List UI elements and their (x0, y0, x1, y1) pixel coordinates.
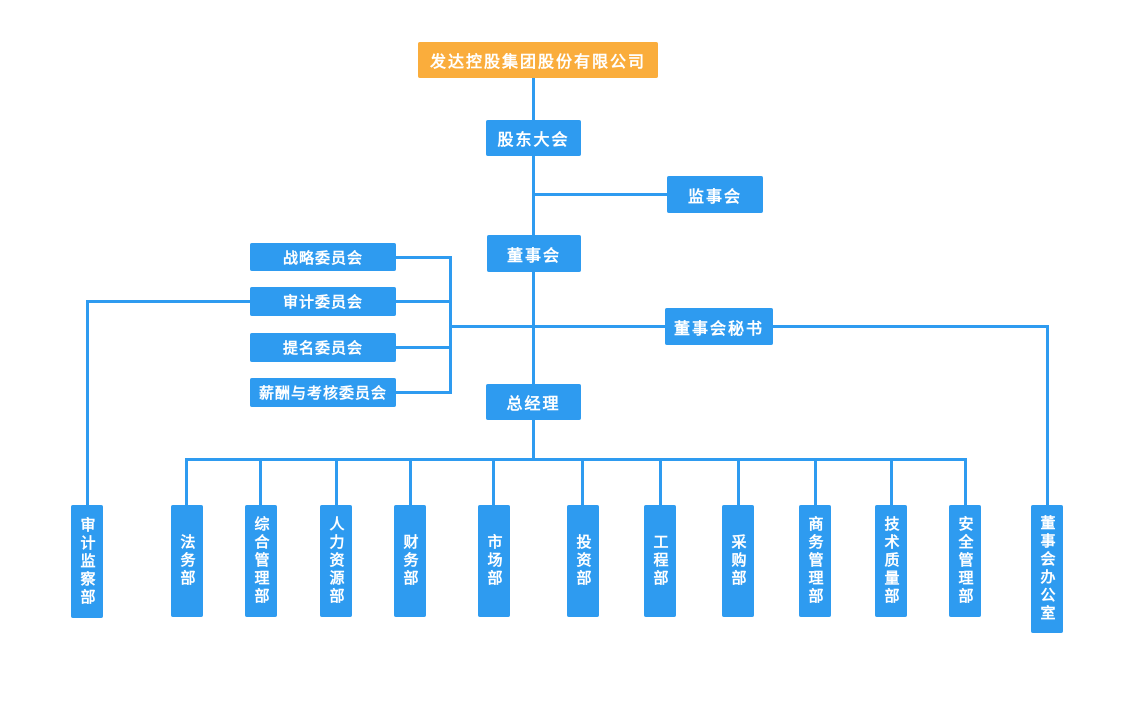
connector-audit-left-vertical (86, 300, 89, 505)
node-dept-marketing: 市场部 (478, 505, 510, 617)
connector-gm-to-departments (532, 420, 535, 461)
connector-drop-dept-4 (409, 458, 412, 505)
connector-drop-dept-1 (185, 458, 188, 505)
node-strategy-committee: 战略委员会 (250, 243, 396, 271)
connector-branch-supervisory (532, 193, 667, 196)
node-board-secretary: 董事会秘书 (665, 308, 773, 345)
node-dept-business-management: 商务管理部 (799, 505, 831, 617)
connector-cross-right (773, 325, 1049, 328)
connector-drop-dept-2 (259, 458, 262, 505)
node-compensation-committee: 薪酬与考核委员会 (250, 378, 396, 407)
connector-drop-dept-6 (581, 458, 584, 505)
connector-drop-dept-10 (890, 458, 893, 505)
node-board-of-directors: 董事会 (487, 235, 581, 272)
node-nomination-committee: 提名委员会 (250, 333, 396, 362)
connector-stub-compensation (396, 391, 452, 394)
node-dept-audit-supervision: 审计监察部 (71, 505, 103, 618)
node-dept-safety-management: 安全管理部 (949, 505, 981, 617)
connector-departments-bus (185, 458, 967, 461)
connector-audit-left-horizontal (86, 300, 250, 303)
connector-stub-nomination (396, 346, 452, 349)
connector-drop-dept-5 (492, 458, 495, 505)
connector-root-to-shareholders (532, 78, 535, 120)
node-general-manager: 总经理 (486, 384, 581, 420)
node-dept-technical-quality: 技术质量部 (875, 505, 907, 617)
connector-committee-junction (449, 256, 452, 394)
node-dept-procurement: 采购部 (722, 505, 754, 617)
node-shareholders-meeting: 股东大会 (486, 120, 581, 156)
connector-stub-audit (396, 300, 452, 303)
connector-drop-dept-9 (814, 458, 817, 505)
node-dept-engineering: 工程部 (644, 505, 676, 617)
node-dept-board-office: 董事会办公室 (1031, 505, 1063, 633)
node-dept-finance: 财务部 (394, 505, 426, 617)
connector-cross-left (449, 325, 665, 328)
connector-drop-dept-8 (737, 458, 740, 505)
node-dept-general-management: 综合管理部 (245, 505, 277, 617)
connector-board-to-gm (532, 272, 535, 384)
node-audit-committee: 审计委员会 (250, 287, 396, 316)
connector-drop-dept-7 (659, 458, 662, 505)
connector-drop-dept-3 (335, 458, 338, 505)
connector-drop-dept-11 (964, 458, 967, 505)
connector-stub-strategy (396, 256, 452, 259)
connector-board-office-drop (1046, 325, 1049, 505)
node-dept-legal: 法务部 (171, 505, 203, 617)
node-root-company: 发达控股集团股份有限公司 (418, 42, 658, 78)
node-dept-human-resources: 人力资源部 (320, 505, 352, 617)
node-dept-investment: 投资部 (567, 505, 599, 617)
node-supervisory-board: 监事会 (667, 176, 763, 213)
